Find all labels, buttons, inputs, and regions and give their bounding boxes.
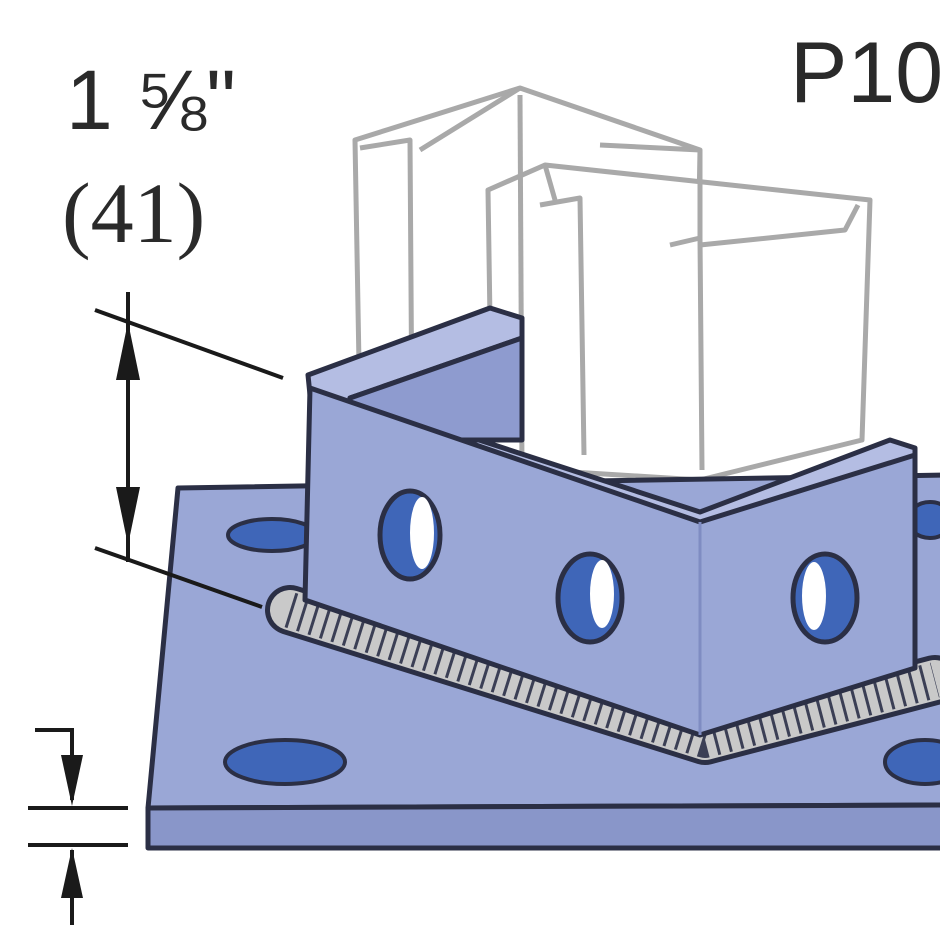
dimension-arrow-up (116, 322, 140, 380)
dimension-arrow-down (116, 487, 140, 545)
dimension-thickness (28, 728, 128, 925)
height-imperial-label: 1 ⅝" (66, 53, 236, 147)
height-metric-label: (41) (62, 165, 206, 261)
part-number-label: P10 (790, 25, 940, 121)
weld-bead (265, 585, 940, 765)
base-hole-front-left (223, 738, 347, 786)
angle-bracket (302, 305, 918, 738)
base-plate-edge (145, 802, 940, 851)
base-hole-back-left (226, 517, 318, 553)
thickness-arrow-down (61, 755, 83, 806)
dimension-height (94, 292, 284, 609)
base-hole-front-right (883, 738, 940, 786)
thickness-arrow-up (61, 848, 83, 898)
